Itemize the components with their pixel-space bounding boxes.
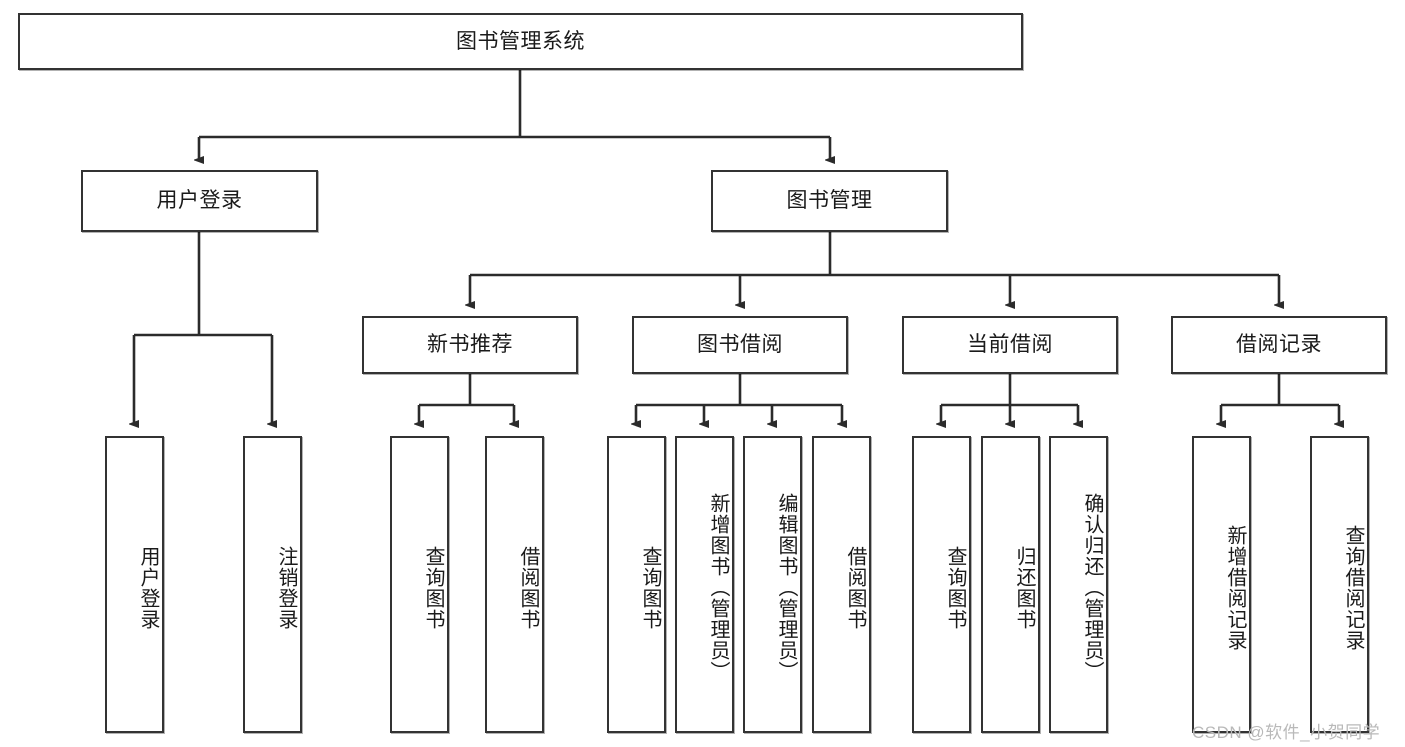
node-borrow-record[interactable]: 借阅记录 xyxy=(1171,316,1387,374)
node-label: 借阅图书 xyxy=(844,545,866,630)
node-label: 查询图书 xyxy=(422,545,444,630)
node-label: 借阅图书 xyxy=(517,545,539,630)
node-book-borrow[interactable]: 图书借阅 xyxy=(632,316,848,374)
node-leaf-query-book-current[interactable]: 查询图书 xyxy=(912,436,971,733)
node-new-book-recommend[interactable]: 新书推荐 xyxy=(362,316,578,374)
node-label: 新书推荐 xyxy=(427,333,513,357)
node-label: 借阅记录 xyxy=(1236,333,1322,357)
node-leaf-query-book-recommend[interactable]: 查询图书 xyxy=(390,436,449,733)
node-book-management[interactable]: 图书管理 xyxy=(711,170,948,232)
node-leaf-borrow-book-recommend[interactable]: 借阅图书 xyxy=(485,436,544,733)
node-label: 用户登录 xyxy=(156,189,243,213)
node-leaf-edit-book-admin[interactable]: 编辑图书（管理员） xyxy=(743,436,802,733)
csdn-watermark: CSDN @软件_小贺同学 xyxy=(1192,723,1381,742)
node-label: 用户登录 xyxy=(137,545,159,630)
node-leaf-logout[interactable]: 注销登录 xyxy=(243,436,302,733)
node-label: 当前借阅 xyxy=(967,333,1053,357)
node-label: 确认归还（管理员） xyxy=(1081,493,1103,682)
node-label: 图书管理系统 xyxy=(456,29,585,53)
node-label: 注销登录 xyxy=(275,545,297,630)
node-label: 图书借阅 xyxy=(697,333,783,357)
node-current-borrow[interactable]: 当前借阅 xyxy=(902,316,1118,374)
node-label: 查询图书 xyxy=(944,545,966,630)
node-leaf-query-borrow-record[interactable]: 查询借阅记录 xyxy=(1310,436,1369,733)
node-leaf-borrow-book[interactable]: 借阅图书 xyxy=(812,436,871,733)
node-label: 归还图书 xyxy=(1013,545,1035,630)
node-leaf-user-login[interactable]: 用户登录 xyxy=(105,436,164,733)
node-user-login[interactable]: 用户登录 xyxy=(81,170,318,232)
node-leaf-query-book-borrow[interactable]: 查询图书 xyxy=(607,436,666,733)
node-label: 查询借阅记录 xyxy=(1342,524,1364,651)
node-leaf-add-book-admin[interactable]: 新增图书（管理员） xyxy=(675,436,734,733)
node-label: 编辑图书（管理员） xyxy=(775,493,797,682)
node-label: 图书管理 xyxy=(786,189,873,213)
node-label: 新增图书（管理员） xyxy=(707,493,729,682)
node-leaf-add-borrow-record[interactable]: 新增借阅记录 xyxy=(1192,436,1251,733)
node-leaf-confirm-return-admin[interactable]: 确认归还（管理员） xyxy=(1049,436,1108,733)
node-leaf-return-book[interactable]: 归还图书 xyxy=(981,436,1040,733)
node-root-system[interactable]: 图书管理系统 xyxy=(18,13,1023,70)
node-label: 查询图书 xyxy=(639,545,661,630)
node-label: 新增借阅记录 xyxy=(1224,524,1246,651)
